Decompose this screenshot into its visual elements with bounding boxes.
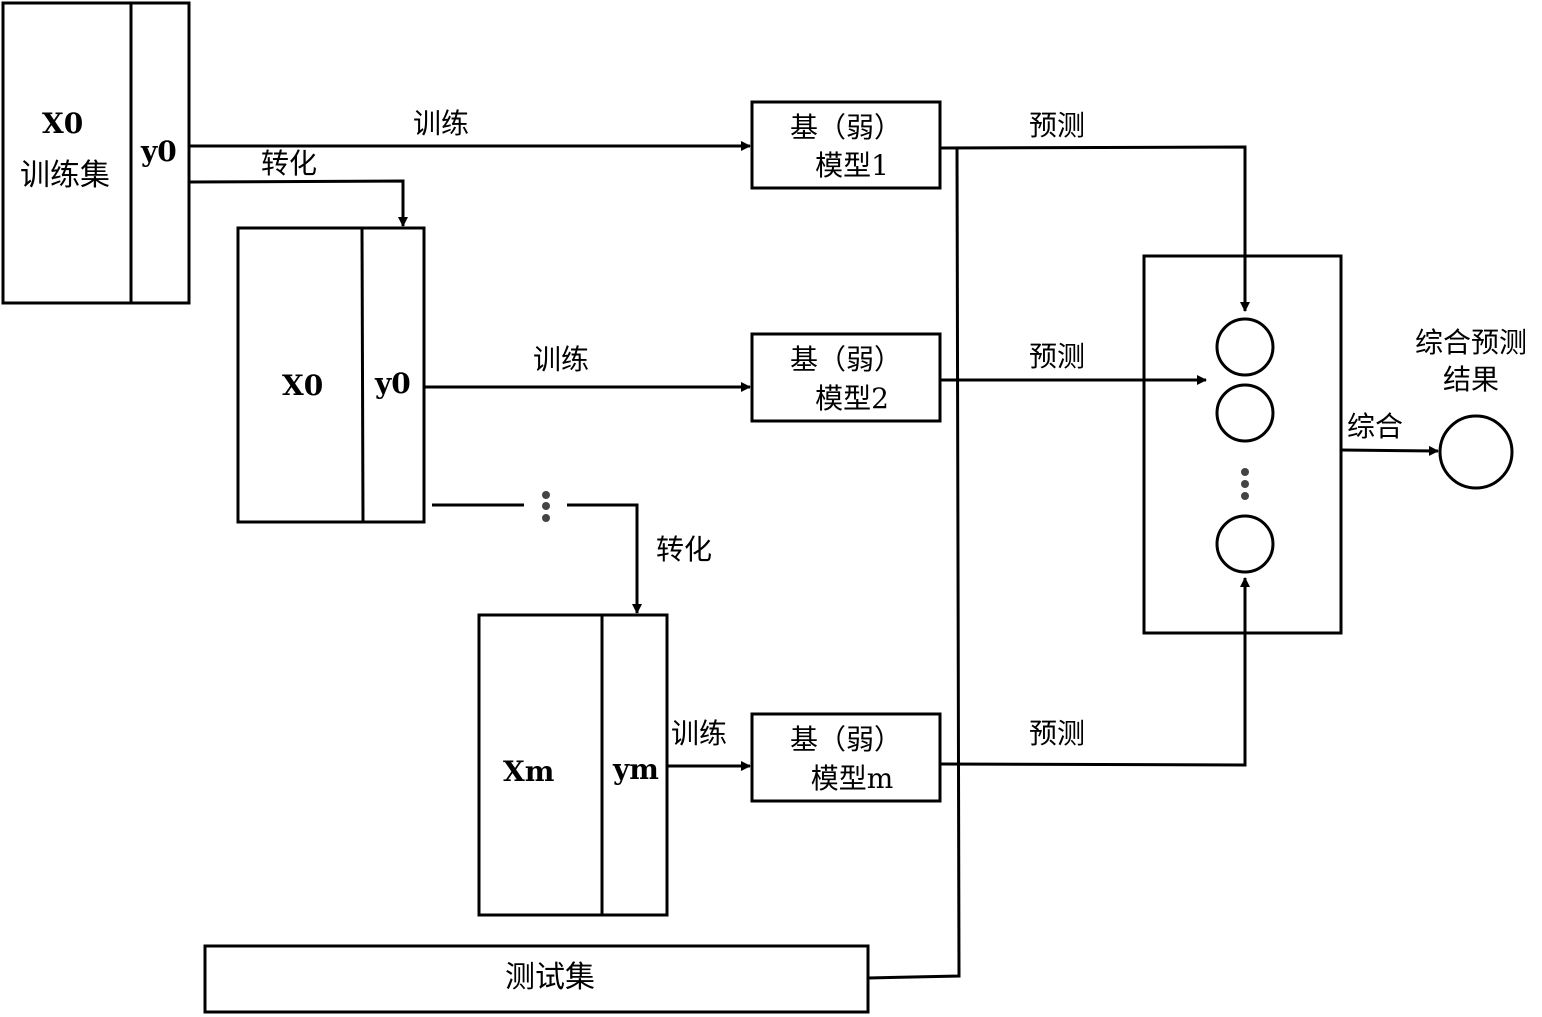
model-2-box: [750, 332, 942, 423]
training-set-box: [1, 1, 191, 305]
model-2-label-line1: 基（弱）: [789, 343, 902, 376]
transformed-set-m-x-label: Xm: [503, 755, 555, 788]
edge-label-predict-m: 预测: [1029, 717, 1086, 750]
edge-predict-m: [939, 577, 1250, 767]
edge-label-transform-m: 转化: [656, 533, 713, 566]
transformed-set-1-x-label: X0: [282, 369, 324, 402]
model-1-box: [750, 100, 942, 190]
result-label-line1: 综合预测: [1414, 326, 1527, 359]
model-2-label-line2: 模型2: [815, 382, 889, 415]
edge-transform-m: [567, 503, 642, 614]
model-m-label-line2: 模型m: [810, 762, 894, 795]
final-result-node: [1438, 414, 1514, 490]
model-m-label-line1: 基（弱）: [789, 723, 902, 756]
prediction-node-2: [1215, 383, 1275, 443]
result-label-line2: 结果: [1442, 363, 1499, 396]
test-set-box: [203, 944, 870, 1014]
prediction-node-m: [1215, 514, 1275, 574]
training-set-x-label: X0: [42, 107, 84, 140]
edge-label-predict-2: 预测: [1029, 340, 1086, 373]
model-1-label-line1: 基（弱）: [789, 111, 902, 144]
test-set-label: 测试集: [505, 960, 595, 995]
edge-label-combine: 综合: [1347, 410, 1404, 443]
transformed-set-1-y-label: y0: [375, 367, 411, 400]
edge-label-train-m: 训练: [671, 717, 728, 750]
edge-label-predict-1: 预测: [1029, 109, 1086, 142]
continuation-dots-icon: [542, 491, 550, 522]
edge-label-train-2: 训练: [533, 343, 590, 376]
edge-predict-1: [939, 145, 1250, 312]
edge-test-set-feed: [867, 147, 961, 980]
transformed-set-1-box: [236, 226, 426, 524]
model-m-box: [750, 712, 942, 803]
edge-transform-1: [188, 179, 408, 227]
model-1-label-line2: 模型1: [815, 149, 889, 182]
edge-combine: [1340, 445, 1439, 456]
ellipsis-dots-icon: [1241, 468, 1249, 500]
training-set-y-label: y0: [141, 135, 177, 168]
edge-label-transform-1: 转化: [261, 147, 318, 180]
edge-label-train-1: 训练: [413, 107, 470, 140]
transformed-set-m-y-label: ym: [613, 753, 659, 786]
training-set-title: 训练集: [20, 158, 110, 193]
prediction-node-1: [1215, 317, 1275, 377]
ensemble-box: [1142, 254, 1343, 635]
